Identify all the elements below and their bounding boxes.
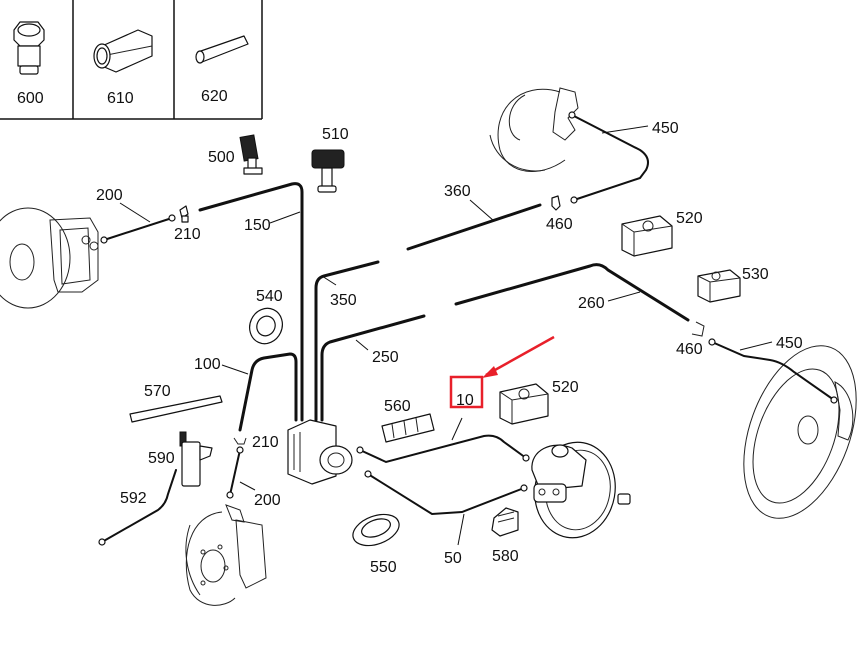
- brake-line-360: [406, 203, 542, 251]
- label-210-lower: 210: [252, 434, 279, 451]
- inset-parts-table: 600 610 620: [0, 0, 263, 120]
- bracket-520-mid-icon: [499, 383, 549, 425]
- label-450-right: 450: [776, 335, 803, 352]
- label-350: 350: [330, 292, 357, 309]
- highlight-part-10: [449, 335, 555, 409]
- clip-210-front-icon: [179, 205, 189, 223]
- brake-line-200-front: [103, 217, 173, 241]
- label-510: 510: [322, 126, 349, 143]
- label-560: 560: [384, 398, 411, 415]
- clip-580-icon: [491, 507, 519, 537]
- bracket-520-top-icon: [621, 215, 673, 257]
- label-520-top: 520: [676, 210, 703, 227]
- label-10: 10: [456, 392, 474, 409]
- label-530: 530: [742, 266, 769, 283]
- bracket-530-icon: [697, 269, 741, 303]
- label-250: 250: [372, 349, 399, 366]
- brake-line-200-lower: [229, 449, 241, 496]
- label-460-top: 460: [546, 216, 573, 233]
- clip-210-lower-icon: [233, 437, 247, 445]
- label-100: 100: [194, 356, 221, 373]
- brake-line-250: [320, 314, 426, 422]
- label-500: 500: [208, 149, 235, 166]
- label-570: 570: [144, 383, 171, 400]
- brake-pipes: [98, 111, 838, 546]
- brake-line-100: [238, 352, 298, 432]
- label-592: 592: [120, 490, 147, 507]
- label-550: 550: [370, 559, 397, 576]
- brake-line-450-right: [711, 341, 835, 401]
- label-450-top: 450: [652, 120, 679, 137]
- label-260: 260: [578, 295, 605, 312]
- brake-booster-master-cylinder: [531, 441, 631, 539]
- abs-hydraulic-unit: [287, 419, 353, 485]
- leader-lines: [119, 125, 773, 546]
- brake-line-592: [101, 469, 177, 543]
- brake-line-260: [454, 263, 690, 322]
- front-left-brake-disc: [0, 207, 99, 309]
- t-fitting-510-icon: [311, 149, 345, 193]
- label-540: 540: [256, 288, 283, 305]
- brake-line-10: [359, 434, 527, 464]
- part-labels: 200 210 500 510 150 360 450 460 520 530 …: [96, 120, 803, 576]
- inset-label-610: 610: [107, 90, 134, 107]
- highlight-arrow: [485, 335, 555, 377]
- label-590: 590: [148, 450, 175, 467]
- label-210-front: 210: [174, 226, 201, 243]
- sleeve-tube-icon: [195, 35, 249, 64]
- grommet-550-icon: [352, 513, 400, 547]
- lower-left-brake-disc: [185, 504, 267, 606]
- label-460-right: 460: [676, 341, 703, 358]
- sensor-590-icon: [179, 431, 213, 487]
- hex-coupler-icon: [93, 29, 153, 73]
- label-150: 150: [244, 217, 271, 234]
- brake-line-150: [198, 182, 304, 422]
- rear-right-brake-disc: [743, 345, 857, 519]
- brake-line-50: [367, 473, 525, 516]
- rear-left-brake-disc: [489, 87, 579, 172]
- brake-line-350: [314, 260, 380, 422]
- highlight-arrow-head: [482, 366, 498, 378]
- label-50: 50: [444, 550, 462, 567]
- inset-label-600: 600: [17, 90, 44, 107]
- pipe-clip-560-icon: [381, 413, 435, 443]
- clip-460-right-icon: [691, 321, 705, 337]
- pipe-strip-570-icon: [129, 395, 223, 423]
- bleeder-valve-500-icon: [239, 134, 263, 175]
- highlight-box: [449, 375, 484, 409]
- label-580: 580: [492, 548, 519, 565]
- clip-460-top-icon: [551, 195, 561, 211]
- inset-label-620: 620: [201, 88, 228, 105]
- label-520-mid: 520: [552, 379, 579, 396]
- grommet-540-icon: [249, 307, 283, 345]
- fitting-nut-icon: [13, 21, 45, 75]
- label-360: 360: [444, 183, 471, 200]
- label-200-front: 200: [96, 187, 123, 204]
- brake-line-450-top: [571, 114, 649, 201]
- label-200-lower: 200: [254, 492, 281, 509]
